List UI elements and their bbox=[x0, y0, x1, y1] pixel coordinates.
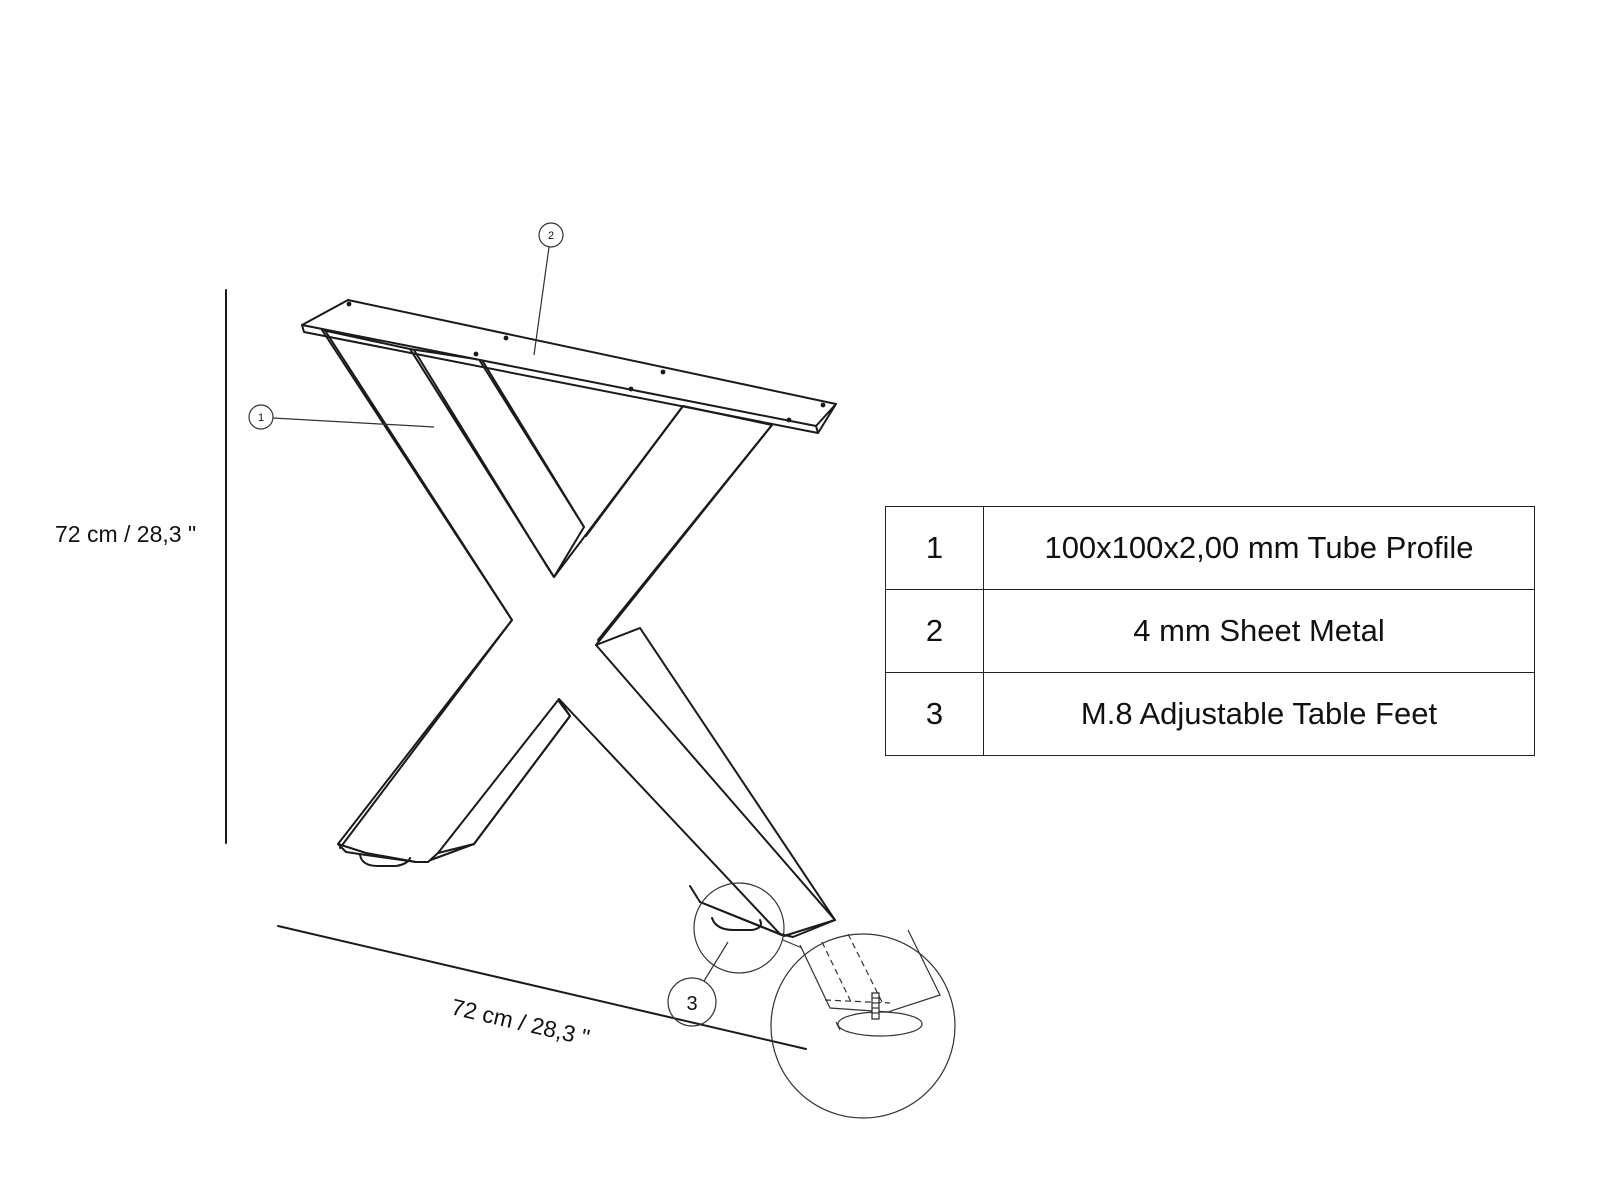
foot-detail-view bbox=[770, 929, 956, 1119]
part-description-cell: 100x100x2,00 mm Tube Profile bbox=[983, 506, 1535, 590]
part-description-cell: 4 mm Sheet Metal bbox=[983, 589, 1535, 673]
height-dimension: 72 cm / 28,3 " bbox=[55, 289, 227, 844]
balloon-3-label: 3 bbox=[686, 993, 697, 1015]
table-row: 1 100x100x2,00 mm Tube Profile bbox=[885, 506, 1535, 590]
part-description-cell: M.8 Adjustable Table Feet bbox=[983, 672, 1535, 756]
balloon-2-label: 2 bbox=[548, 230, 554, 242]
part-number-cell: 1 bbox=[885, 506, 984, 590]
part-number-cell: 3 bbox=[885, 672, 984, 756]
top-plate bbox=[301, 299, 837, 434]
table-row: 3 M.8 Adjustable Table Feet bbox=[885, 672, 1535, 756]
balloon-1-label: 1 bbox=[258, 412, 264, 424]
x-leg-frame bbox=[321, 329, 836, 938]
part-number-cell: 2 bbox=[885, 589, 984, 673]
balloon-3: 3 bbox=[667, 882, 803, 1027]
parts-table: 1 100x100x2,00 mm Tube Profile 2 4 mm Sh… bbox=[885, 506, 1535, 756]
width-dimension-label: 72 cm / 28,3 " bbox=[449, 994, 592, 1051]
balloon-2: 2 bbox=[533, 222, 564, 356]
table-row: 2 4 mm Sheet Metal bbox=[885, 589, 1535, 673]
balloon-1: 1 bbox=[248, 404, 435, 430]
height-dimension-label: 72 cm / 28,3 " bbox=[55, 521, 196, 547]
